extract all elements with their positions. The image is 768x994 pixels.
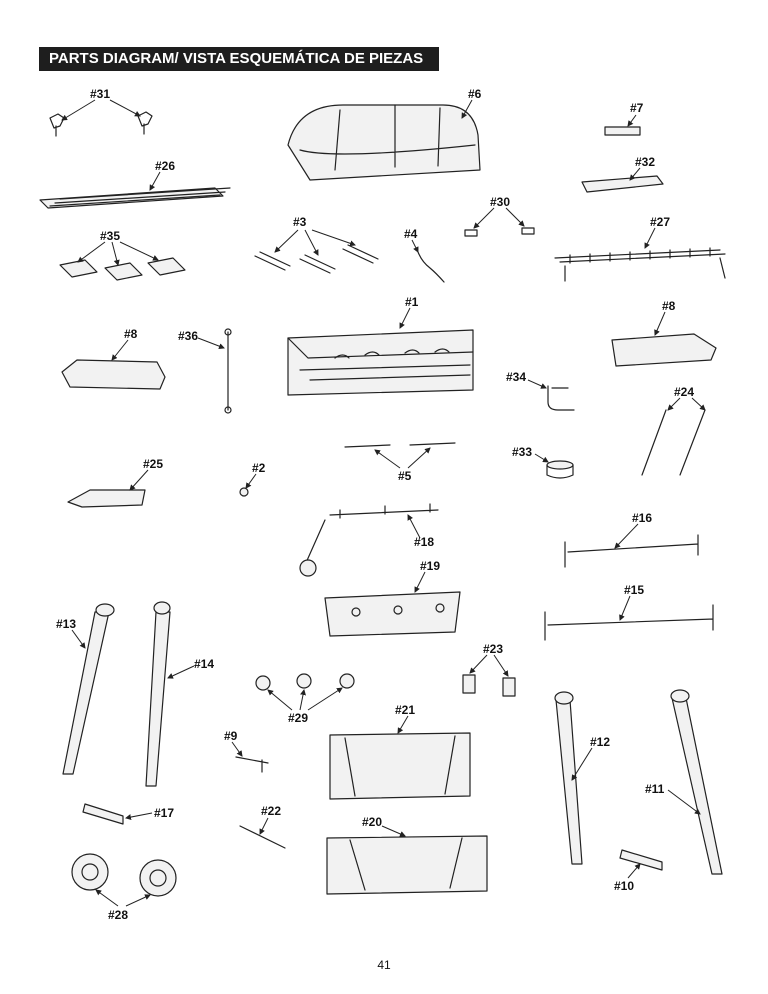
part-6-lid: #6 xyxy=(287,87,482,181)
label-36: #36 xyxy=(178,329,198,343)
part-8-right-side-shelf: #8 xyxy=(611,299,717,367)
label-17: #17 xyxy=(154,806,174,820)
part-32-handle: #32 xyxy=(581,155,664,193)
label-21: #21 xyxy=(395,703,415,717)
part-11-leg: #11 xyxy=(645,689,723,875)
part-3-burner-tubes: #3 xyxy=(254,215,379,274)
label-26: #26 xyxy=(155,159,175,173)
part-22-axle: #22 xyxy=(239,804,286,849)
part-33-grease-cup: #33 xyxy=(512,445,574,479)
label-35: #35 xyxy=(100,229,120,243)
part-1-firebox: #1 xyxy=(287,295,474,396)
label-12: #12 xyxy=(590,735,610,749)
label-25: #25 xyxy=(143,457,163,471)
part-35-heat-tents: #35 xyxy=(59,229,186,281)
label-16: #16 xyxy=(632,511,652,525)
part-27-warming-rack: #27 xyxy=(554,215,726,282)
part-18-gas-manifold: #18 xyxy=(299,503,439,577)
part-30-clips: #30 xyxy=(464,195,535,237)
part-26-cooking-grate: #26 xyxy=(39,159,231,209)
part-16-crossbar: #16 xyxy=(564,511,699,568)
label-8-right: #8 xyxy=(662,299,676,313)
label-3: #3 xyxy=(293,215,307,229)
page-title: PARTS DIAGRAM/ VISTA ESQUEMÁTICA DE PIEZ… xyxy=(39,47,439,71)
label-5: #5 xyxy=(398,469,412,483)
label-9: #9 xyxy=(224,729,238,743)
label-32: #32 xyxy=(635,155,655,169)
part-23-valves: #23 xyxy=(462,642,516,697)
label-34: #34 xyxy=(506,370,526,384)
page-number: 41 xyxy=(377,958,391,972)
label-8-left: #8 xyxy=(124,327,138,341)
label-30: #30 xyxy=(490,195,510,209)
part-29-control-knobs: #29 xyxy=(255,673,355,725)
label-11: #11 xyxy=(645,782,665,796)
part-34-hook: #34 xyxy=(506,370,575,411)
part-20-bottom-shelf: #20 xyxy=(326,815,488,895)
label-10: #10 xyxy=(614,879,634,893)
label-14: #14 xyxy=(194,657,214,671)
part-9-bracket: #9 xyxy=(224,729,269,773)
part-24-wire-supports: #24 xyxy=(641,385,706,476)
part-28-wheels: #28 xyxy=(71,853,177,922)
part-10-hitch: #10 xyxy=(614,849,663,893)
part-25-grease-tray: #25 xyxy=(67,457,163,508)
part-21-back-panel: #21 xyxy=(329,703,471,800)
label-7: #7 xyxy=(630,101,644,115)
label-33: #33 xyxy=(512,445,532,459)
part-12-leg: #12 xyxy=(554,691,610,865)
label-19: #19 xyxy=(420,559,440,573)
part-13-leg: #13 xyxy=(56,603,115,775)
label-15: #15 xyxy=(624,583,644,597)
label-6: #6 xyxy=(468,87,482,101)
label-29: #29 xyxy=(288,711,308,725)
label-31: #31 xyxy=(90,87,110,101)
label-28: #28 xyxy=(108,908,128,922)
label-24: #24 xyxy=(674,385,694,399)
part-36-igniter: #36 xyxy=(178,328,232,414)
part-14-leg: #14 xyxy=(145,601,214,787)
label-18: #18 xyxy=(414,535,434,549)
part-5-flame-tamers: #5 xyxy=(344,442,456,483)
label-22: #22 xyxy=(261,804,281,818)
label-4: #4 xyxy=(404,227,418,241)
part-2-knob-nut: #2 xyxy=(239,461,266,497)
part-31-brackets: #31 xyxy=(49,87,153,137)
label-1: #1 xyxy=(405,295,419,309)
label-27: #27 xyxy=(650,215,670,229)
part-4-igniter-wire: #4 xyxy=(404,227,445,283)
label-20: #20 xyxy=(362,815,382,829)
part-7-logo-plate: #7 xyxy=(604,101,644,136)
part-8-left-side-shelf: #8 xyxy=(61,327,166,390)
part-17-axle-bracket: #17 xyxy=(82,803,174,825)
label-23: #23 xyxy=(483,642,503,656)
part-15-crossbar: #15 xyxy=(544,583,714,641)
label-2: #2 xyxy=(252,461,266,475)
part-19-control-panel: #19 xyxy=(324,559,461,637)
label-13: #13 xyxy=(56,617,76,631)
